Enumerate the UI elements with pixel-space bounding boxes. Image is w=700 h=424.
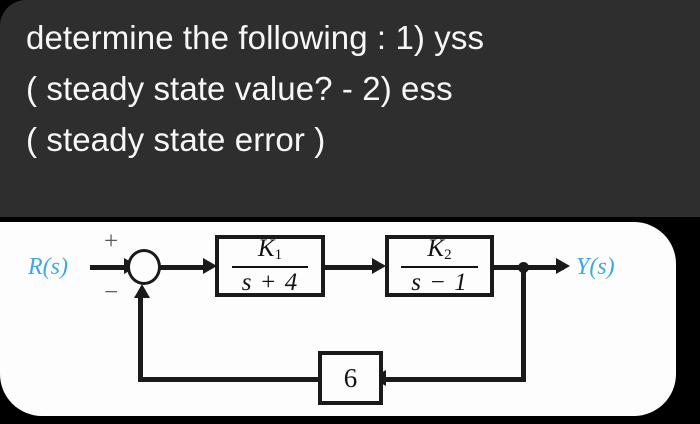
arrowhead-into-block1 [203, 258, 217, 274]
question-line-2: ( steady state value? - 2) ess [26, 70, 453, 107]
sum-plus-sign: + [104, 228, 119, 255]
question-line-1: determine the following : 1) yss [26, 19, 485, 56]
wire-gain-to-riser [138, 377, 319, 382]
wire-takeoff-to-gain [385, 377, 524, 382]
input-signal-label: R(s) [28, 254, 68, 280]
forward-block-2: K2 s − 1 [385, 235, 494, 297]
sum-minus-sign: − [104, 279, 119, 306]
question-line-3: ( steady state error ) [26, 121, 326, 158]
forward-block-1: K1 s + 4 [215, 235, 325, 297]
question-panel: determine the following : 1) yss ( stead… [0, 0, 700, 217]
fraction-bar-2 [401, 266, 478, 269]
wire-riser-to-sum [138, 294, 143, 380]
block2-numerator: K2 [427, 235, 452, 264]
feedback-gain-value: 6 [343, 362, 358, 393]
transfer-function-1: K1 s + 4 [231, 235, 309, 297]
wire-block2-to-output [494, 265, 564, 270]
block-diagram-card: R(s) + − K1 s + 4 [0, 222, 676, 416]
block2-denominator: s − 1 [411, 269, 468, 297]
block1-numerator: K1 [257, 235, 283, 264]
transfer-function-2: K2 s − 1 [401, 236, 478, 296]
arrowhead-into-block2 [372, 258, 386, 274]
wire-sum-to-block1 [160, 265, 206, 270]
arrowhead-output [556, 258, 570, 274]
block-diagram: R(s) + − K1 s + 4 [0, 222, 676, 416]
wire-takeoff-down [521, 265, 526, 382]
feedback-gain-block: 6 [318, 351, 383, 405]
output-signal-label: Y(s) [576, 254, 615, 280]
wire-block1-to-block2 [325, 265, 373, 270]
summing-junction [127, 249, 161, 285]
block1-denominator: s + 4 [241, 269, 299, 297]
arrowhead-into-sum-feedback [134, 284, 150, 298]
fraction-bar-1 [231, 266, 309, 269]
wire-input-to-sum [90, 265, 126, 270]
